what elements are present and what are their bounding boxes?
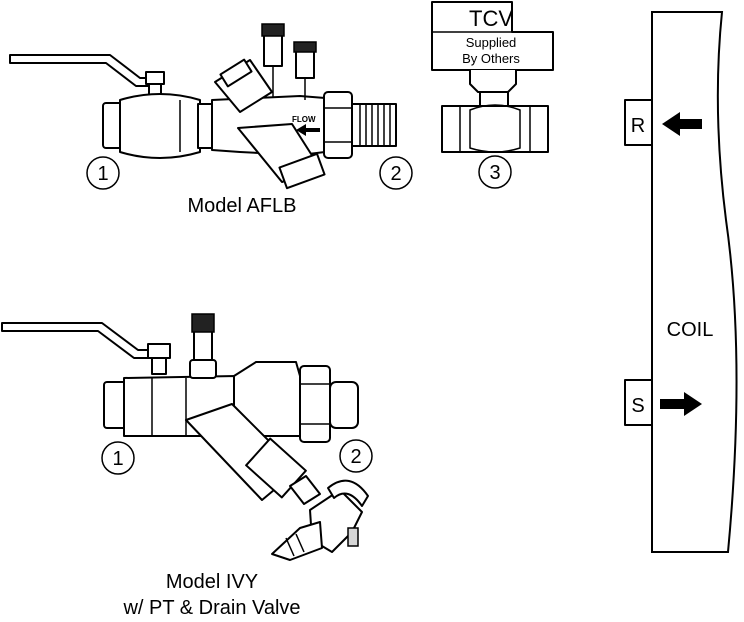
return-arrow-icon [662,112,702,136]
tcv-title: TCV [469,6,513,31]
ivy-assembly [1,313,369,561]
afl-ball-valve-body [119,93,201,159]
afl-flow-arrow [296,124,320,136]
ivy-pt-port [193,329,213,361]
ivy-callout-2: 2 [339,439,373,473]
coil-supply-port [624,379,653,426]
ivy-callout-1: 1 [101,441,135,475]
afl-strainer-cap [278,152,326,190]
ivy-stem [151,357,167,375]
supply-arrow-icon [660,392,702,416]
coil: COIL R S [624,11,738,553]
svg-text:3: 3 [489,162,500,184]
coil-supply-label: S [631,395,644,417]
ivy-outlet [329,381,359,429]
afl-callout-2: 2 [379,156,413,190]
svg-text:2: 2 [390,163,401,185]
afl-ball-valve-handle [9,54,151,87]
svg-text:1: 1 [97,163,108,185]
svg-text:2: 2 [350,446,361,468]
ivy-drain-nozzle [271,521,323,561]
ivy-handle-nut [147,343,171,359]
tcv-stem [479,91,509,107]
afl-assembly: FLOW [9,23,397,190]
coil-outline [651,11,738,553]
ivy-drain-handle [347,527,359,547]
afl-handle-nut [145,71,165,85]
svg-text:1: 1 [112,448,123,470]
ivy-model-sublabel: w/ PT & Drain Valve [122,597,300,619]
afl-bonnet-top [219,58,253,88]
ivy-pt-base [189,359,217,379]
coil-return-port [624,99,653,146]
ivy-drain-cap-strap [327,479,369,507]
tcv-actuator-box [431,1,554,71]
tcv-neck [469,70,517,93]
afl-callout-1: 1 [86,156,120,190]
afl-flow-label: FLOW [292,115,316,124]
ivy-model-label: Model IVY [166,571,258,593]
afl-model-label: Model AFLB [188,195,297,217]
tcv-supplied-text: Supplied [466,35,517,50]
coil-return-label: R [631,115,645,137]
ivy-ball-valve-handle [1,322,151,359]
ivy-union-nut [299,365,331,443]
tcv-callout-3: 3 [478,155,512,189]
ivy-drain-fitting [289,475,321,505]
tcv-valve-body [441,105,549,153]
coil-label: COIL [667,319,714,341]
tcv-by-others-text: By Others [462,51,520,66]
tcv-assembly: TCV Supplied By Others [431,1,554,153]
afl-union-nut [323,91,353,159]
